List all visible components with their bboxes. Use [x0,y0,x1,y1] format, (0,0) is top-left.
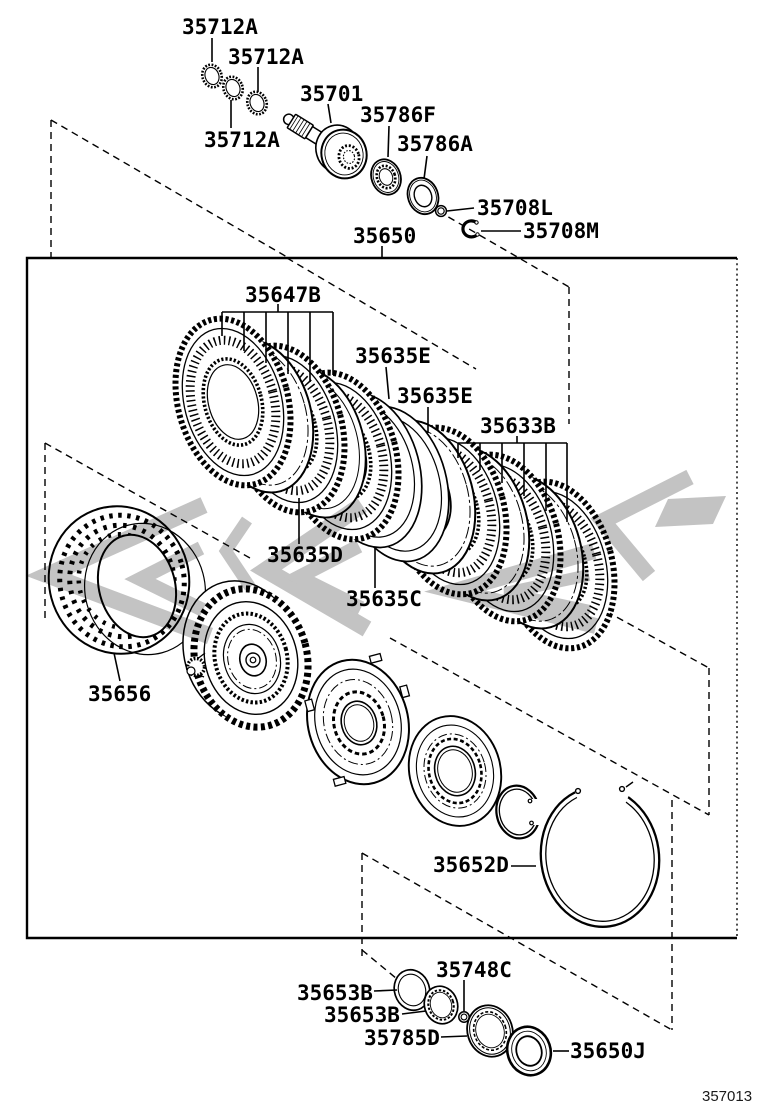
part-ring-35785d [466,1004,514,1058]
callout-35712a-3[interactable]: 35712A [204,128,280,152]
callout-35786a[interactable]: 35786A [397,132,473,156]
callout-35635e-2[interactable]: 35635E [397,384,473,408]
callout-35633b[interactable]: 35633B [480,414,556,438]
callout-35708m[interactable]: 35708M [523,219,599,243]
part-input-shaft-35701 [282,113,368,180]
callout-35652d[interactable]: 35652D [433,853,509,877]
callout-leader-lines [113,38,569,1052]
callout-35712a-2[interactable]: 35712A [228,45,304,69]
part-snap-ring-35652d [539,778,661,928]
part-snap-ring-35712a-3 [245,90,269,116]
part-ball-35748c [458,1011,470,1023]
part-clutch-drum [182,580,312,731]
callout-35653b-2[interactable]: 35653B [324,1003,400,1027]
part-race-35786a [406,176,440,216]
callout-35786f[interactable]: 35786F [360,103,436,127]
callout-35650[interactable]: 35650 [353,224,416,248]
callout-35653b-1[interactable]: 35653B [297,981,373,1005]
part-snap-ring-35708m [461,219,480,239]
callout-35712a-1[interactable]: 35712A [182,15,258,39]
callout-35656[interactable]: 35656 [88,682,151,706]
part-ring-35653b-2 [423,985,459,1025]
callout-35650j[interactable]: 35650J [570,1039,646,1063]
callout-35785d[interactable]: 35785D [364,1026,440,1050]
part-spring-retainer [407,715,503,827]
callout-35647b[interactable]: 35647B [245,283,321,307]
part-clutch-piston [304,652,411,787]
dashed-guide-lines [44,119,710,1031]
part-snap-ring-35712a-2 [221,75,245,101]
part-snap-ring-35712a-1 [200,63,224,89]
callout-35708l[interactable]: 35708L [477,196,553,220]
part-snap-ring-small [495,784,541,840]
watermark-logo [25,469,726,644]
part-race-35786f [370,158,402,196]
part-ring-35653b-1 [393,968,431,1012]
callout-35748c[interactable]: 35748C [436,958,512,982]
callout-labels: 35712A 35712A 35712A 35701 35786F 35786A… [88,15,646,1063]
diagram-number: 357013 [702,1088,752,1105]
callout-35701[interactable]: 35701 [300,82,363,106]
callout-35635e-1[interactable]: 35635E [355,344,431,368]
part-seal-35650j [505,1025,553,1077]
part-o-ring-35708l [434,204,448,218]
